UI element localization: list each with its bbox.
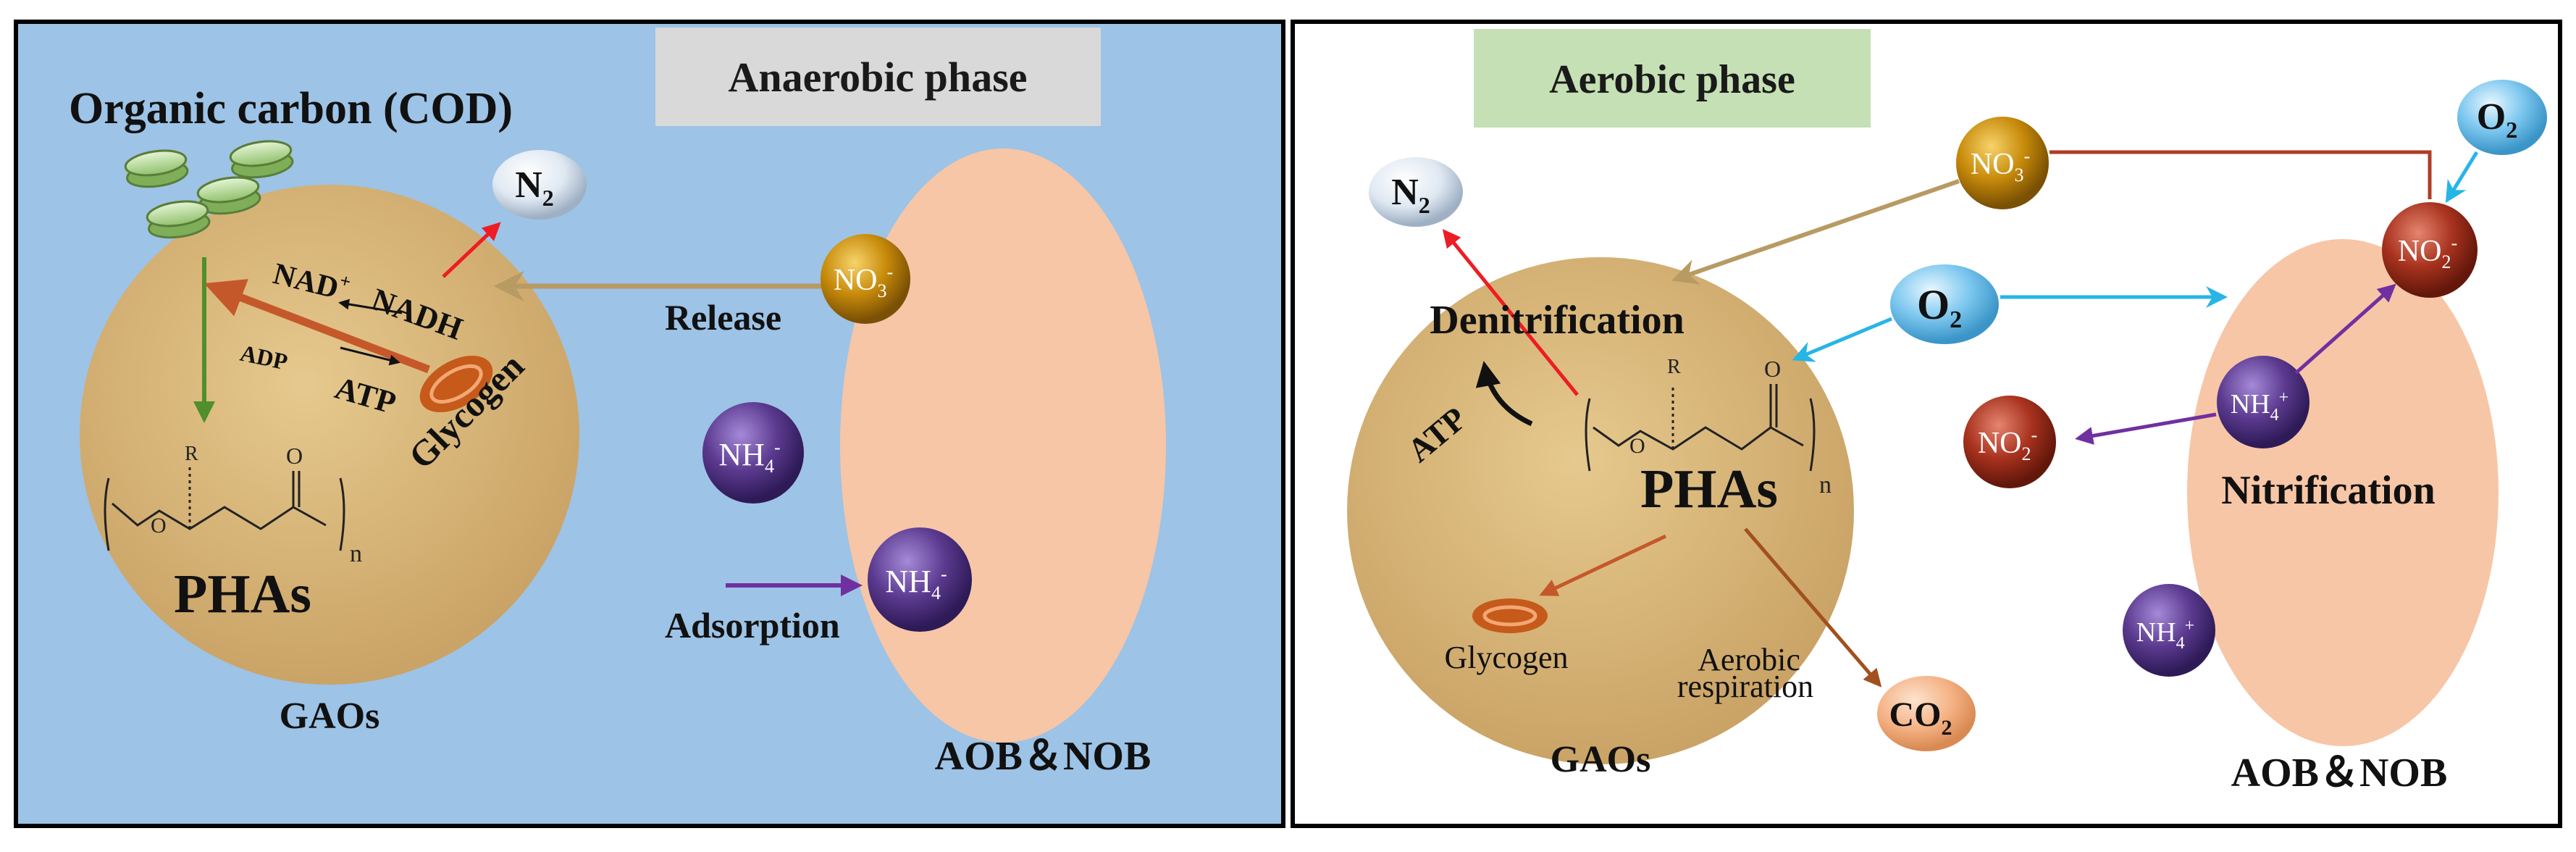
gao-cell-right [1347,257,1854,764]
aerobic-respiration-label-1: Aerobic [1698,642,1800,677]
co2-molecule [1877,676,1976,751]
anaerobic-phase-label: Anaerobic phase [728,54,1027,101]
glycogen-label-right: Glycogen [1444,640,1568,675]
n2-molecule-left [492,150,587,220]
pha-n-left: n [350,540,362,567]
nitrite-label-out: NO2- [1978,425,2037,464]
denitrification-label: Denitrification [1430,298,1684,343]
organic-carbon-label: Organic carbon (COD) [69,84,513,133]
o2-molecule-top [2457,80,2547,155]
ammonium-label-adsorbed-left: NH4- [885,564,947,604]
tan-arrow-nitrate-to-gao [1671,179,1960,285]
cyan-arrow-o2-to-gao [1792,317,1892,362]
gao-label-right: GAOs [1551,739,1651,780]
o2-label-mid: O2 [1917,281,1962,333]
atp-curved-arrow [1475,361,1533,427]
ammonium-label-bottom: NH4+ [2136,617,2194,653]
anaerobic-phase-box [655,28,1101,126]
nadh-arrow [338,298,403,314]
pha-r-left: R [185,443,198,465]
purple-arrow-nh4-to-no2-out [2075,412,2217,445]
pha-label-left: PHAs [174,564,311,625]
nitrite-label-cell: NO2- [2398,233,2457,272]
aerobic-phase-label: Aerobic phase [1549,57,1795,102]
n2-label-left: N2 [515,164,554,211]
nitrite-ion-cell [2382,202,2478,298]
n2-label-right: N2 [1391,172,1430,218]
purple-arrow-nh4-to-no2 [2294,283,2396,375]
nitrate-label-right: NO3- [1971,146,2030,185]
nitrite-to-nitrate-line [2050,150,2432,199]
gao-cell-left [80,185,579,685]
nitrate-ion-right [1956,117,2049,209]
aerobic-respiration-label-2: respiration [1677,669,1813,704]
glycogen-granule-left [419,355,493,413]
ammonium-label-cell: NH4+ [2231,388,2288,425]
nitrate-label-left: NO3- [834,262,893,301]
aob-nob-label-left: AOB＆NOB [935,734,1151,779]
co2-label: CO2 [1889,696,1952,740]
nitrite-ion-out [1963,396,2056,488]
release-label: Release [665,297,781,338]
pha-o-left-top: O [286,443,303,469]
pha-r-right: R [1667,356,1681,378]
brown-arrow-to-co2 [1744,527,1882,688]
aob-nob-label-right: AOB＆NOB [2231,751,2448,795]
pha-o-left-chain: O [151,514,167,538]
ammonium-ion-cell [2217,356,2309,448]
adsorption-label: Adsorption [665,605,840,646]
red-arrow-to-n2-right [1442,229,1579,396]
o2-label-top: O2 [2477,96,2517,143]
ammonium-ion-adsorbed-left [868,527,972,632]
ammonium-ion-bottom [2123,584,2215,677]
nitrate-ion-left [821,234,910,324]
n2-molecule-right [1369,157,1463,227]
pha-o-right-chain: O [1629,434,1645,458]
ammonium-label-free-left: NH4- [718,437,780,477]
glycogen-granule-right [1472,598,1548,633]
ammonium-ion-free-left [702,402,804,504]
atp-arrow [340,346,400,366]
organic-carbon-pills [124,140,294,239]
pha-structure-right [1585,384,1816,472]
pha-structure-left [104,467,345,551]
aerobic-phase-box [1474,29,1871,128]
o2-molecule-mid [1890,264,1999,344]
nitrification-label: Nitrification [2221,468,2435,513]
pha-n-right: n [1819,472,1832,498]
cyan-arrow-o2-top [2445,151,2479,204]
orange-arrow-to-glycogen-right [1539,534,1667,596]
aob-nob-cell-left [840,149,1166,743]
pha-label-right: PHAs [1640,459,1778,519]
pha-o-right-top: O [1764,356,1781,382]
gao-label-left: GAOs [280,696,380,737]
red-arrow-to-n2-left [442,222,501,278]
